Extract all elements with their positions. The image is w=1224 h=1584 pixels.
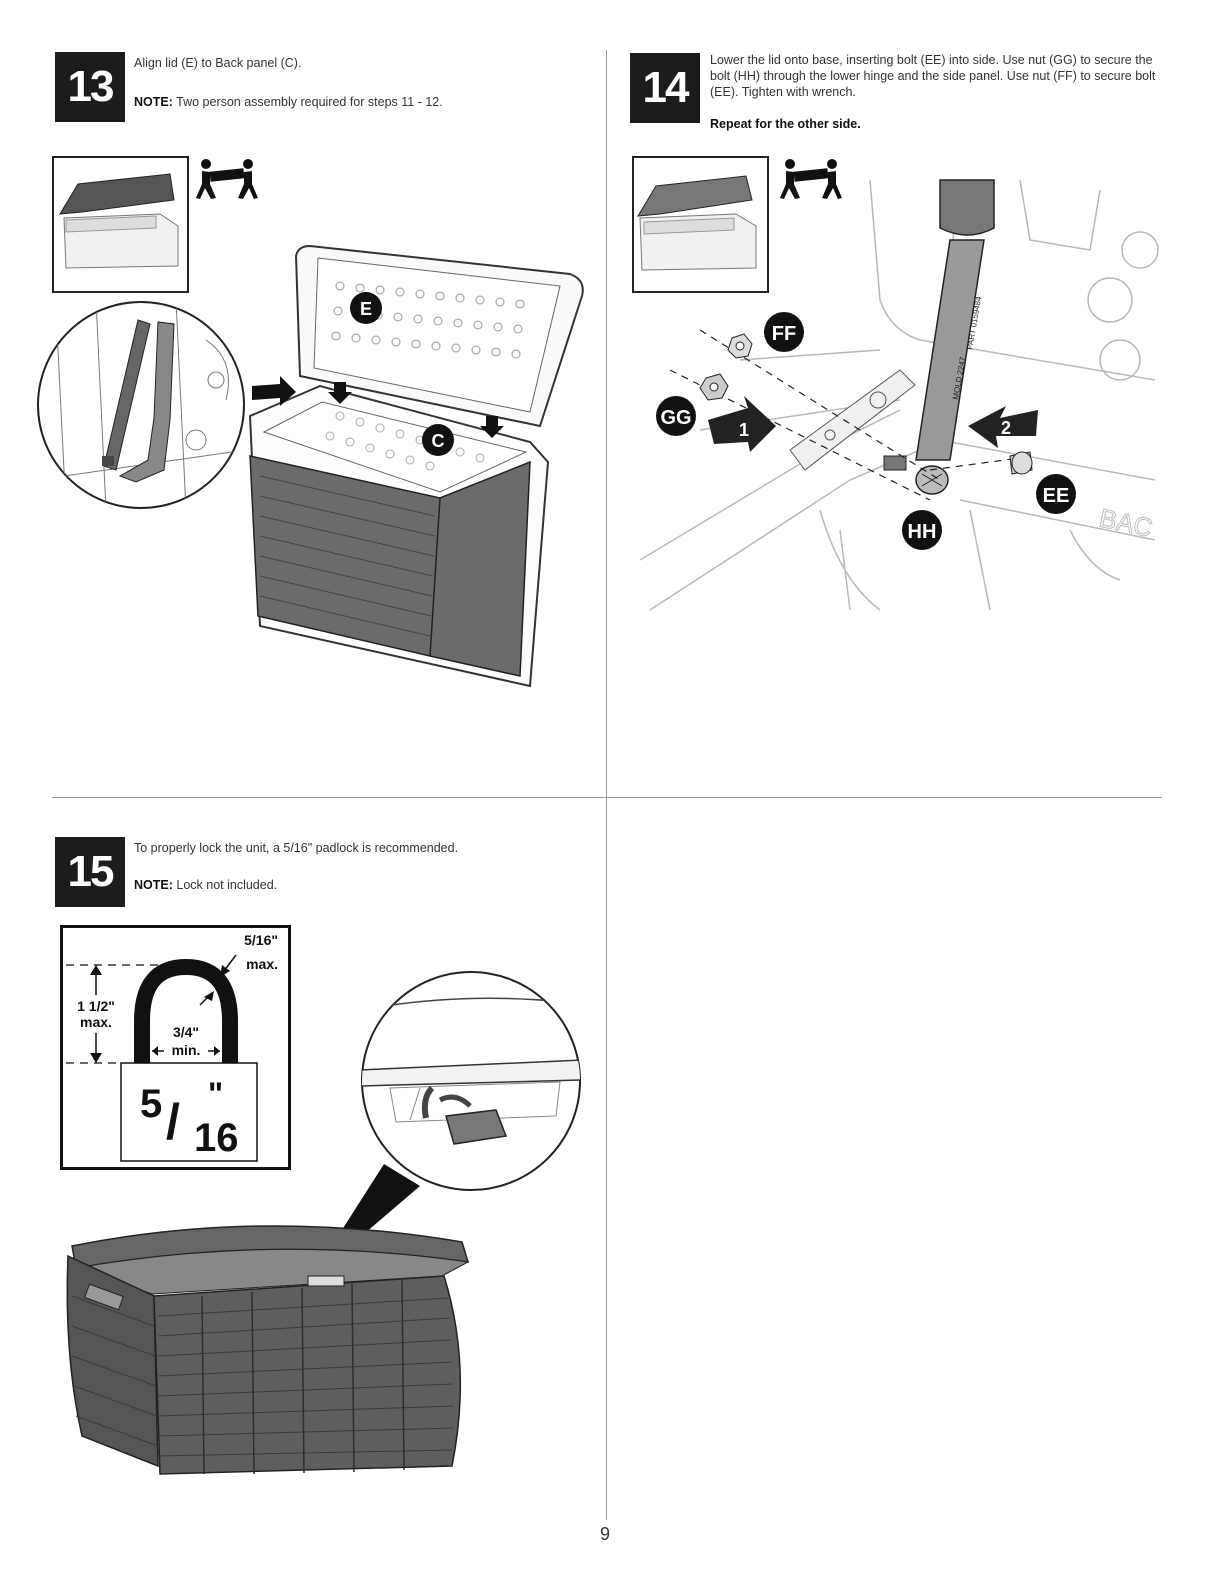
note-text: Two person assembly required for steps 1… bbox=[172, 95, 443, 109]
step-13-number: 13 bbox=[55, 52, 125, 122]
callout-gg: GG bbox=[660, 407, 691, 429]
arrow-1-label: 1 bbox=[739, 420, 749, 440]
step-15-note: NOTE: Lock not included. bbox=[134, 877, 584, 893]
page-number: 9 bbox=[600, 1524, 611, 1544]
step-13-instruction: Align lid (E) to Back panel (C). bbox=[134, 56, 302, 70]
step-13-note: NOTE: Two person assembly required for s… bbox=[134, 94, 584, 110]
padlock-spec-diagram: 1 1/2" max. 5/16" max. 3/4" min. 5 / 16 … bbox=[60, 925, 291, 1170]
note-label: NOTE: bbox=[134, 95, 173, 109]
step-13-thumbnail bbox=[52, 156, 189, 293]
lock-label-den: 16 bbox=[194, 1116, 239, 1160]
step-14-repeat: Repeat for the other side. bbox=[710, 117, 861, 131]
callout-ff: FF bbox=[772, 323, 796, 345]
step-15-illustration bbox=[66, 1225, 470, 1475]
lock-label-num: 5 bbox=[140, 1082, 162, 1126]
height-max: max. bbox=[80, 1014, 112, 1030]
callout-c: C bbox=[432, 431, 445, 451]
step-14-thumbnail bbox=[632, 156, 769, 293]
callout-hh: HH bbox=[908, 521, 937, 543]
two-person-icon bbox=[196, 159, 258, 199]
shackle-dia-dim: 5/16" bbox=[244, 932, 278, 948]
note-text: Lock not included. bbox=[172, 878, 278, 892]
lock-label-slash: / bbox=[166, 1094, 180, 1150]
height-dim: 1 1/2" bbox=[77, 998, 115, 1014]
arrow-icon bbox=[968, 406, 1038, 448]
row-divider bbox=[52, 797, 1162, 798]
step-14-instruction: Lower the lid onto base, inserting bolt … bbox=[710, 53, 1156, 99]
step-15-detail-circle bbox=[361, 971, 581, 1191]
arrow-icon bbox=[252, 376, 296, 406]
shackle-dia-max: max. bbox=[246, 956, 278, 972]
step-15-instruction: To properly lock the unit, a 5/16" padlo… bbox=[134, 841, 459, 855]
note-label: NOTE: bbox=[134, 878, 173, 892]
arrow-2-label: 2 bbox=[1001, 418, 1011, 438]
two-person-icon bbox=[780, 159, 842, 199]
padlock-icon bbox=[445, 1109, 508, 1145]
back-panel-label: BAC bbox=[1097, 503, 1156, 543]
arrow-icon bbox=[708, 396, 776, 452]
step-14-illustration: MOLD 2247 PART 0159484 1 2 BAC FF GG EE … bbox=[639, 179, 1159, 611]
step-15-number: 15 bbox=[55, 837, 125, 907]
step-13-illustration: E C bbox=[248, 244, 584, 688]
step-13-detail-circle bbox=[37, 301, 245, 509]
width-min: min. bbox=[172, 1042, 201, 1058]
callout-ee: EE bbox=[1043, 485, 1070, 507]
width-dim: 3/4" bbox=[173, 1024, 199, 1040]
step-14-number: 14 bbox=[630, 53, 700, 123]
lock-label-inch: " bbox=[208, 1076, 223, 1112]
callout-e: E bbox=[360, 299, 372, 319]
column-divider bbox=[606, 50, 607, 1520]
